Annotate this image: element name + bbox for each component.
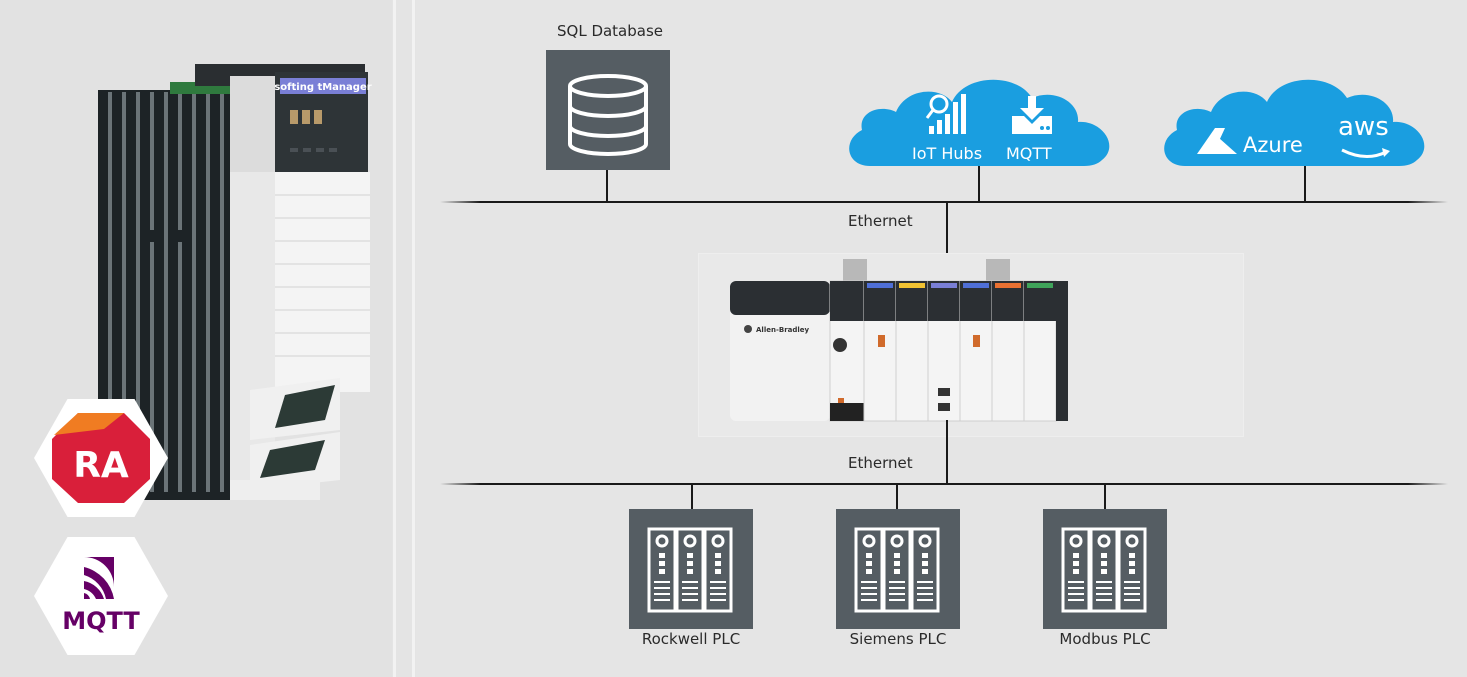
panel-divider — [393, 0, 396, 677]
sql-database-label: SQL Database — [556, 22, 664, 40]
azure-label: Azure — [1243, 133, 1303, 157]
rockwell-plc-label: Rockwell PLC — [641, 630, 741, 648]
iot-cloud — [849, 79, 1110, 166]
modbus-plc-label: Modbus PLC — [1059, 630, 1151, 648]
controller-upper-connector — [946, 202, 948, 264]
modbus-plc-connector — [1104, 484, 1106, 510]
lower-ethernet-bus — [440, 483, 1448, 485]
vendor-cloud — [1164, 79, 1425, 166]
rockwell-plc-node — [629, 509, 753, 629]
modbus-plc-node — [1043, 509, 1167, 629]
iot-cloud-connector — [978, 166, 980, 202]
siemens-plc-label: Siemens PLC — [849, 630, 947, 648]
mqtt-logo-text: MQTT — [62, 607, 140, 635]
iot-hubs-label: IoT Hubs — [912, 144, 983, 163]
server-rack-icon — [1061, 527, 1147, 613]
left-panel: softing tManager — [0, 0, 392, 677]
siemens-plc-connector — [896, 484, 898, 510]
server-rack-icon — [647, 527, 733, 613]
controller-lower-connector — [946, 420, 948, 484]
panel-divider — [412, 0, 415, 677]
upper-ethernet-label: Ethernet — [848, 212, 913, 230]
vendor-cloud-connector — [1304, 166, 1306, 202]
sql-database-node — [546, 50, 670, 170]
sql-connector — [606, 170, 608, 202]
aws-label: aws — [1338, 112, 1389, 142]
rockwell-plc-connector — [691, 484, 693, 510]
database-icon — [568, 74, 648, 156]
allen-bradley-brand: Allen-Bradley — [756, 326, 810, 334]
mqtt-cloud-label: MQTT — [1006, 144, 1052, 163]
mqtt-signal-icon: MQTT — [62, 557, 140, 635]
tmanager-device-image: softing tManager — [98, 64, 372, 500]
lower-ethernet-label: Ethernet — [848, 454, 913, 472]
mqtt-logo: MQTT — [34, 537, 168, 655]
upper-ethernet-bus — [440, 201, 1448, 203]
aws-smile-icon — [1341, 148, 1390, 158]
device-badge-text: softing tManager — [274, 82, 371, 93]
server-rack-icon — [854, 527, 940, 613]
controllogix-chassis-image: Allen-Bradley — [730, 259, 1068, 422]
download-tray-icon — [1012, 96, 1052, 134]
analytics-search-icon — [925, 94, 966, 134]
ra-logo-icon: RA — [52, 413, 150, 503]
azure-logo-icon — [1197, 128, 1237, 154]
siemens-plc-node — [836, 509, 960, 629]
ra-logo-text: RA — [73, 445, 129, 486]
